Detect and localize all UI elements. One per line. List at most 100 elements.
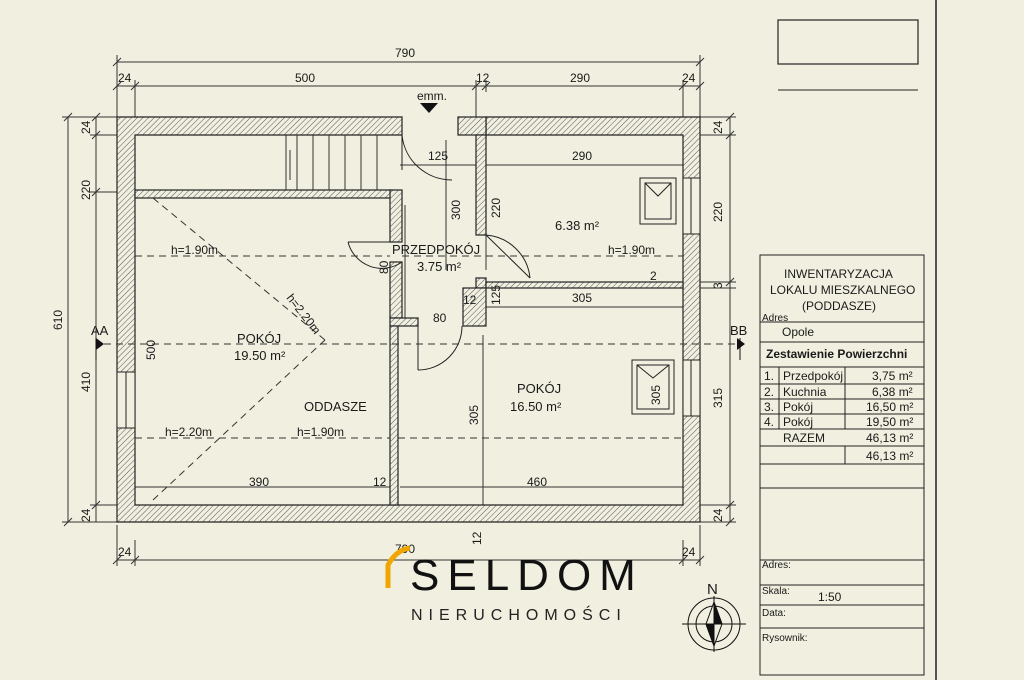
dim-top-12: 12 xyxy=(476,71,490,85)
north-compass xyxy=(682,596,746,652)
dim-top-total: 790 xyxy=(395,46,415,60)
dim-in-460: 460 xyxy=(527,475,547,489)
dim-left-24a: 24 xyxy=(79,120,93,134)
dim-in-305: 305 xyxy=(572,291,592,305)
roof-window-kitchen xyxy=(639,177,677,225)
dim-in-290: 290 xyxy=(572,149,592,163)
table-row3-no: 3. xyxy=(764,400,774,414)
table-data-label: Data: xyxy=(762,608,786,619)
dim-in-12b: 12 xyxy=(373,475,387,489)
table-total-value: 46,13 m² xyxy=(866,449,913,463)
plan-labels: emm. AA BB h=1.90m h=1.90m h=2.20m h=2.2… xyxy=(91,89,747,439)
dim-right-24a: 24 xyxy=(711,120,725,134)
dim-in-305w: 305 xyxy=(649,385,663,405)
table-row2-area: 6,38 m² xyxy=(872,385,913,399)
label-h220-diag: h=2.20m xyxy=(284,291,324,337)
label-section-bb: BB xyxy=(730,323,747,338)
roof-window-room xyxy=(631,359,675,415)
section-markers xyxy=(95,103,745,360)
room-right-area: 16.50 m² xyxy=(510,399,562,414)
dim-in-125: 125 xyxy=(428,149,448,163)
staircase xyxy=(285,135,378,190)
room-kitchen-area: 6.38 m² xyxy=(555,218,600,233)
table-row4-no: 4. xyxy=(764,415,774,429)
room-hall-name: PRZEDPOKÓJ xyxy=(392,242,480,257)
table-row1-no: 1. xyxy=(764,369,774,383)
dim-in-125b: 125 xyxy=(489,285,503,305)
brand-name: SELDOM xyxy=(410,551,644,600)
table-section-title: Zestawienie Powierzchni xyxy=(766,347,907,361)
dim-bottom-24a: 24 xyxy=(118,545,132,559)
table-row1-area: 3,75 m² xyxy=(872,369,913,383)
table-row2-no: 2. xyxy=(764,385,774,399)
room-left-name: POKÓJ xyxy=(237,331,281,346)
label-h190-right: h=1.90m xyxy=(608,243,655,257)
dimension-lines xyxy=(62,55,736,566)
north-label: N xyxy=(707,581,718,598)
dim-left-total: 610 xyxy=(51,310,65,330)
dim-left-24b: 24 xyxy=(79,508,93,522)
doors xyxy=(347,134,531,371)
dim-right-3: 3 xyxy=(711,282,725,289)
room-hall-area: 3.75 m² xyxy=(417,259,462,274)
dim-top-24b: 24 xyxy=(682,71,696,85)
dim-right-220: 220 xyxy=(711,202,725,222)
dim-in-80b: 80 xyxy=(433,311,447,325)
table-row4-name: Pokój xyxy=(783,415,813,429)
label-h190-bottom: h=1.90m xyxy=(297,425,344,439)
walls xyxy=(116,116,701,523)
dim-in-390: 390 xyxy=(249,475,269,489)
table-adres-label: Adres xyxy=(762,313,788,324)
table-row2-name: Kuchnia xyxy=(783,385,827,399)
label-section-aa: AA xyxy=(91,323,109,338)
table-title-line2: LOKALU MIESZKALNEGO xyxy=(770,283,915,297)
dim-top-290: 290 xyxy=(570,71,590,85)
table-skala-label: Skala: xyxy=(762,586,790,597)
title-block-texts: INWENTARYZACJA LOKALU MIESZKALNEGO (PODD… xyxy=(762,267,915,644)
table-skala-value: 1:50 xyxy=(818,590,842,604)
dim-in-2: 2 xyxy=(650,269,657,283)
dim-bottom-12: 12 xyxy=(470,531,484,545)
table-rysownik-label: Rysownik: xyxy=(762,633,808,644)
dimension-texts: 790 24 500 12 290 24 790 24 24 12 610 24… xyxy=(51,46,725,559)
dim-left-220: 220 xyxy=(79,180,93,200)
brand-logo: SELDOM NIERUCHOMOŚCI xyxy=(385,545,644,624)
dim-in-80a: 80 xyxy=(377,260,391,274)
label-emm: emm. xyxy=(417,89,447,103)
table-title-line3: (PODDASZE) xyxy=(802,299,876,313)
table-row1-name: Przedpokój xyxy=(783,369,843,383)
table-row3-name: Pokój xyxy=(783,400,813,414)
dim-left-410: 410 xyxy=(79,372,93,392)
dim-in-305v: 305 xyxy=(467,405,481,425)
room-right-name: POKÓJ xyxy=(517,381,561,396)
brand-tagline: NIERUCHOMOŚCI xyxy=(411,605,627,624)
dim-in-300: 300 xyxy=(449,200,463,220)
table-adres2-label: Adres: xyxy=(762,560,791,571)
dim-in-12: 12 xyxy=(463,293,477,307)
emm-arrow xyxy=(420,103,438,113)
room-attic-label: ODDASZE xyxy=(304,399,367,414)
dim-right-315: 315 xyxy=(711,388,725,408)
title-block xyxy=(759,0,937,680)
label-h190-left: h=1.90m xyxy=(171,243,218,257)
dim-in-500: 500 xyxy=(144,340,158,360)
table-title-line1: INWENTARYZACJA xyxy=(784,267,893,281)
label-h220-bottom: h=2.20m xyxy=(165,425,212,439)
height-lines xyxy=(104,197,735,501)
room-left-area: 19.50 m² xyxy=(234,348,286,363)
table-adres-value: Opole xyxy=(782,325,814,339)
dim-top-500: 500 xyxy=(295,71,315,85)
table-row3-area: 16,50 m² xyxy=(866,400,913,414)
dim-right-24b: 24 xyxy=(711,508,725,522)
brand-accent-icon xyxy=(385,545,411,588)
dim-bottom-24b: 24 xyxy=(682,545,696,559)
table-razem-value: 46,13 m² xyxy=(866,431,913,445)
dim-top-24a: 24 xyxy=(118,71,132,85)
window-right xyxy=(682,177,701,417)
dim-in-220: 220 xyxy=(489,198,503,218)
table-razem-label: RAZEM xyxy=(783,431,825,445)
window-left xyxy=(116,371,136,429)
table-row4-area: 19,50 m² xyxy=(866,415,913,429)
